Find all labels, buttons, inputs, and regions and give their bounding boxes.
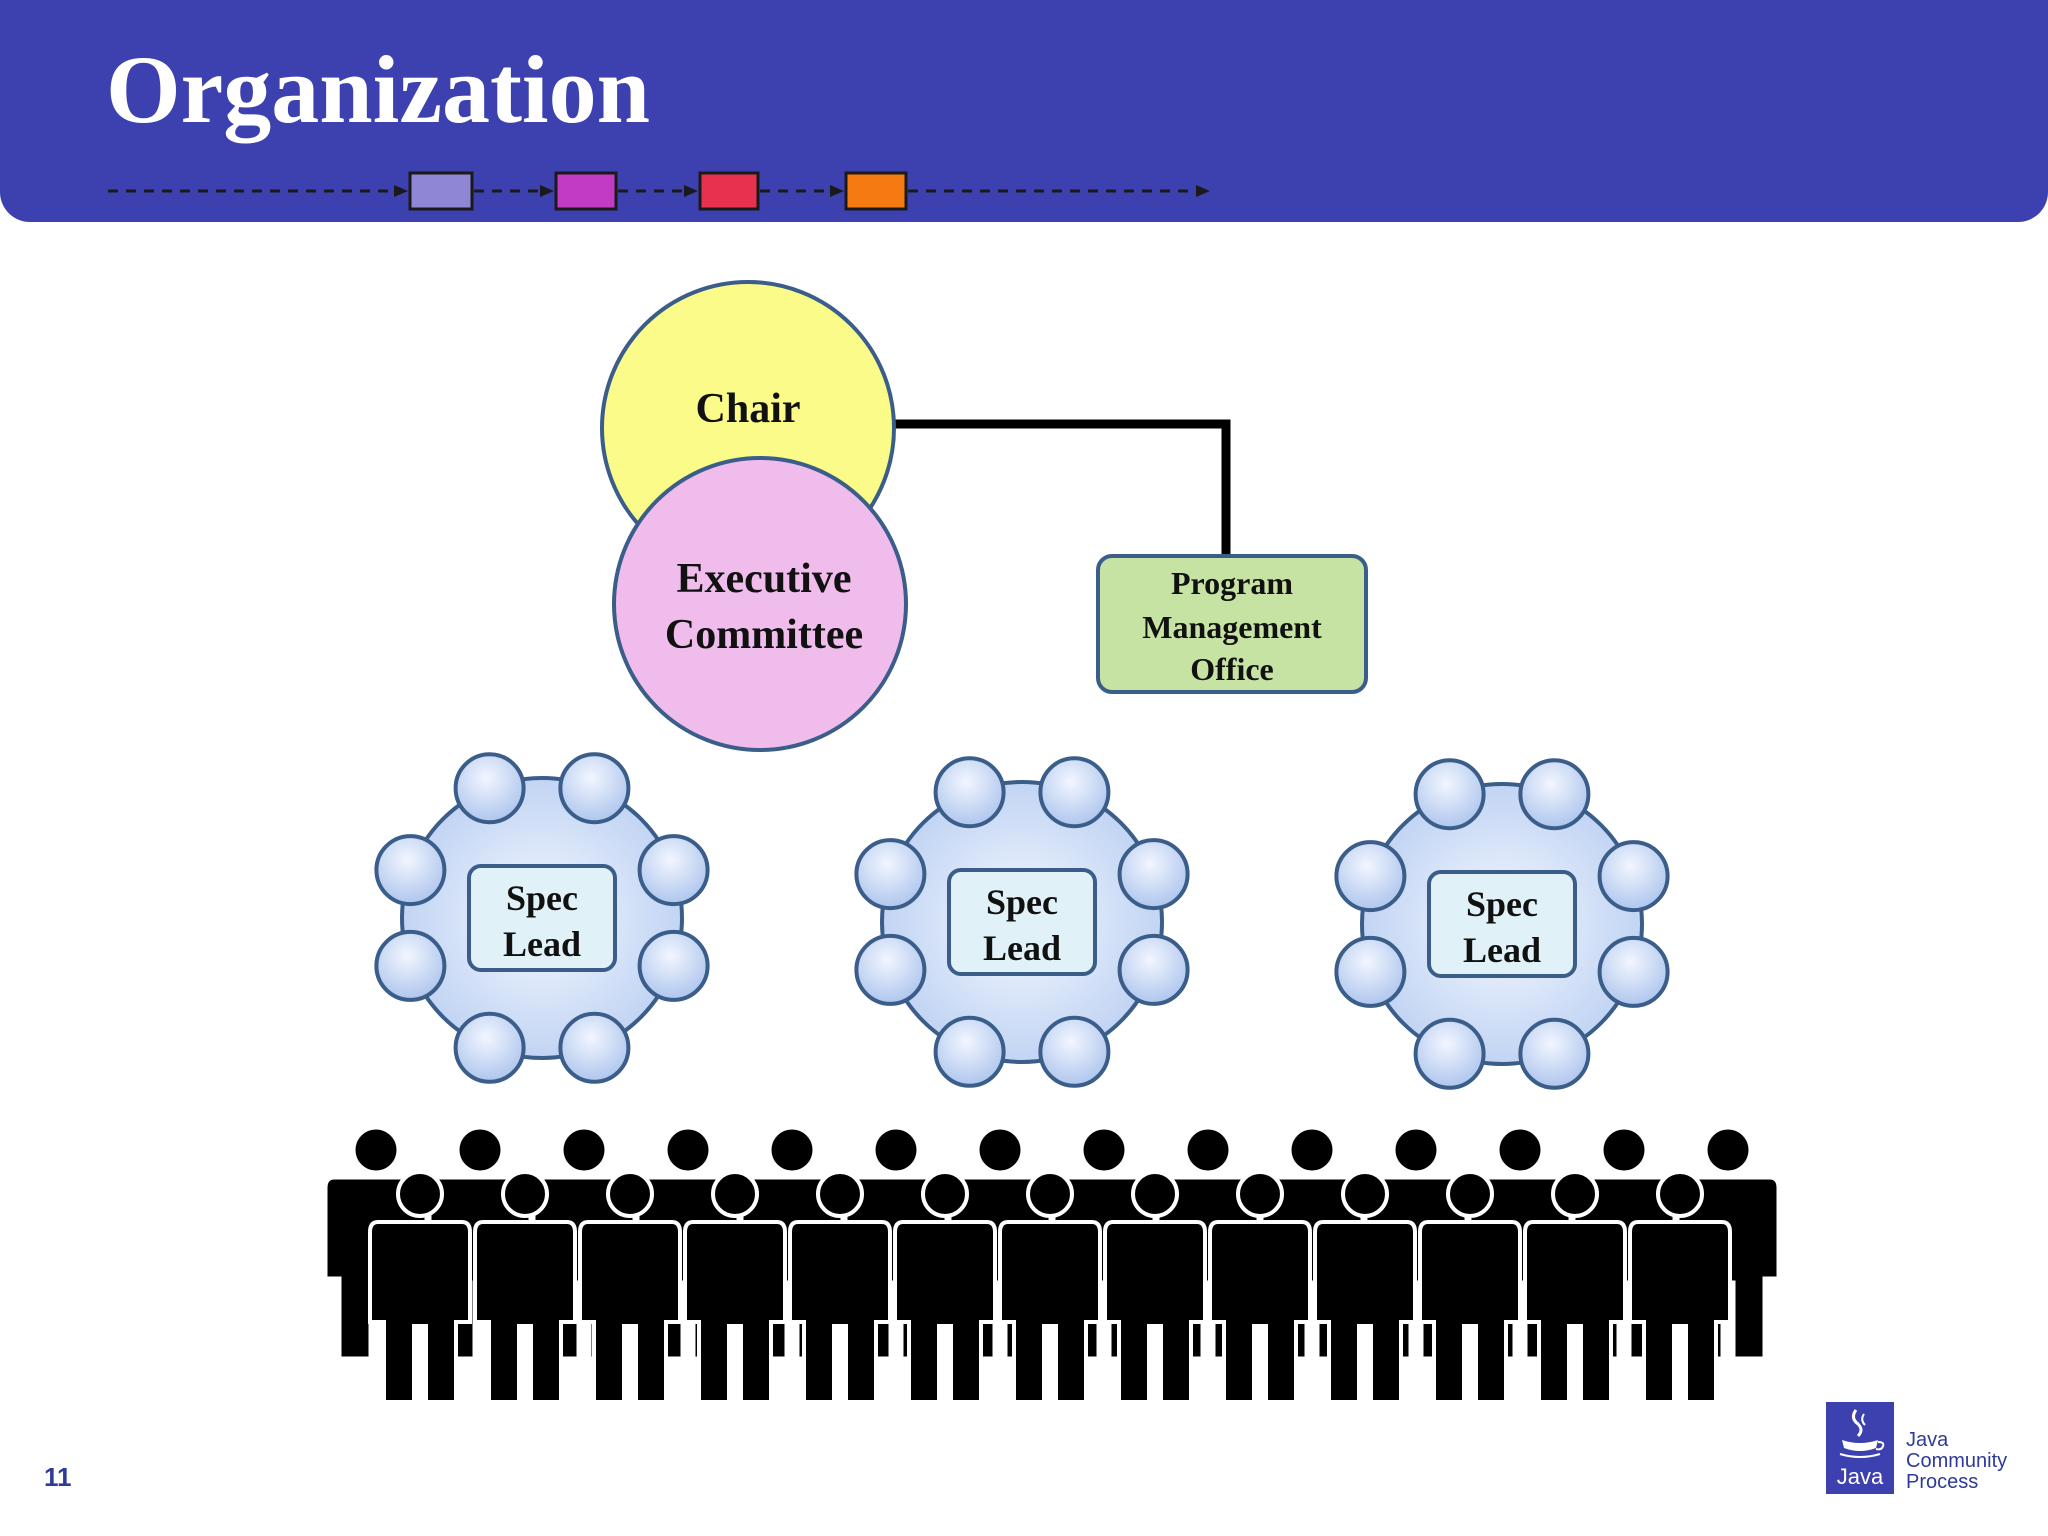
logo-line-2: Community [1906, 1450, 2008, 1472]
java-logo-icon: Java [1826, 1402, 1894, 1494]
member-bubble [374, 929, 447, 1002]
pmo-label-line1: Program [1171, 565, 1293, 601]
timeline-step-1 [408, 171, 474, 211]
executive-committee-label-line2: Committee [665, 612, 863, 658]
member-bubble [933, 1015, 1006, 1088]
program-management-office-box [1096, 554, 1368, 694]
page-number: 11 [44, 1462, 72, 1492]
chair-label: Chair [696, 386, 801, 432]
spec-lead-label-line2: Lead [983, 928, 1061, 968]
spec-lead-box [467, 864, 617, 972]
member-bubble [1334, 840, 1407, 913]
spec-lead-label-line1: Spec [506, 878, 578, 918]
executive-committee-circle [612, 456, 908, 752]
member-bubble [637, 929, 710, 1002]
spec-lead-label-line2: Lead [1463, 930, 1541, 970]
member-bubble [558, 1011, 631, 1084]
header-banner: Organization [0, 0, 2048, 222]
member-bubble [1413, 758, 1486, 831]
timeline-step-2 [554, 171, 618, 211]
member-bubble [1117, 933, 1190, 1006]
member-bubble [1117, 838, 1190, 911]
java-community-process-logo: Java Java Community Process [1826, 1402, 2016, 1498]
member-bubble [854, 933, 927, 1006]
chair-to-pmo-connector [894, 419, 1231, 556]
member-bubble [1518, 758, 1591, 831]
spec-lead-label-line2: Lead [503, 924, 581, 964]
timeline-graphic [108, 171, 1210, 211]
member-bubble [374, 834, 447, 907]
member-bubble [1038, 1015, 1111, 1088]
member-bubble [637, 834, 710, 907]
member-bubble [1518, 1017, 1591, 1090]
member-bubble [933, 756, 1006, 829]
timeline-arrowheads [394, 185, 1210, 197]
member-bubble [1334, 935, 1407, 1008]
java-badge-text: Java [1836, 1464, 1884, 1489]
spec-lead-label-line1: Spec [1466, 884, 1538, 924]
slide-title: Organization [106, 36, 650, 143]
member-bubble [1413, 1017, 1486, 1090]
spec-lead-box [947, 868, 1097, 976]
member-bubble [1038, 756, 1111, 829]
timeline-step-3 [698, 171, 760, 211]
pmo-label-line3: Office [1190, 651, 1274, 687]
logo-line-3: Process [1906, 1471, 1979, 1493]
coffee-cup-icon [1839, 1409, 1885, 1458]
member-bubble [854, 838, 927, 911]
member-bubble [1597, 840, 1670, 913]
logo-line-1: Java [1906, 1429, 1949, 1451]
timeline-step-4 [844, 171, 908, 211]
member-bubble [453, 1011, 526, 1084]
spec-lead-label-line1: Spec [986, 882, 1058, 922]
member-bubble [453, 752, 526, 825]
logo-wordmark: Java Community Process [1906, 1430, 2007, 1493]
member-bubble [558, 752, 631, 825]
spec-lead-box [1427, 870, 1577, 978]
pmo-label-line2: Management [1142, 609, 1322, 645]
people-crowd-icon [324, 1126, 1780, 1404]
member-bubble [1597, 935, 1670, 1008]
executive-committee-label-line1: Executive [677, 556, 852, 602]
